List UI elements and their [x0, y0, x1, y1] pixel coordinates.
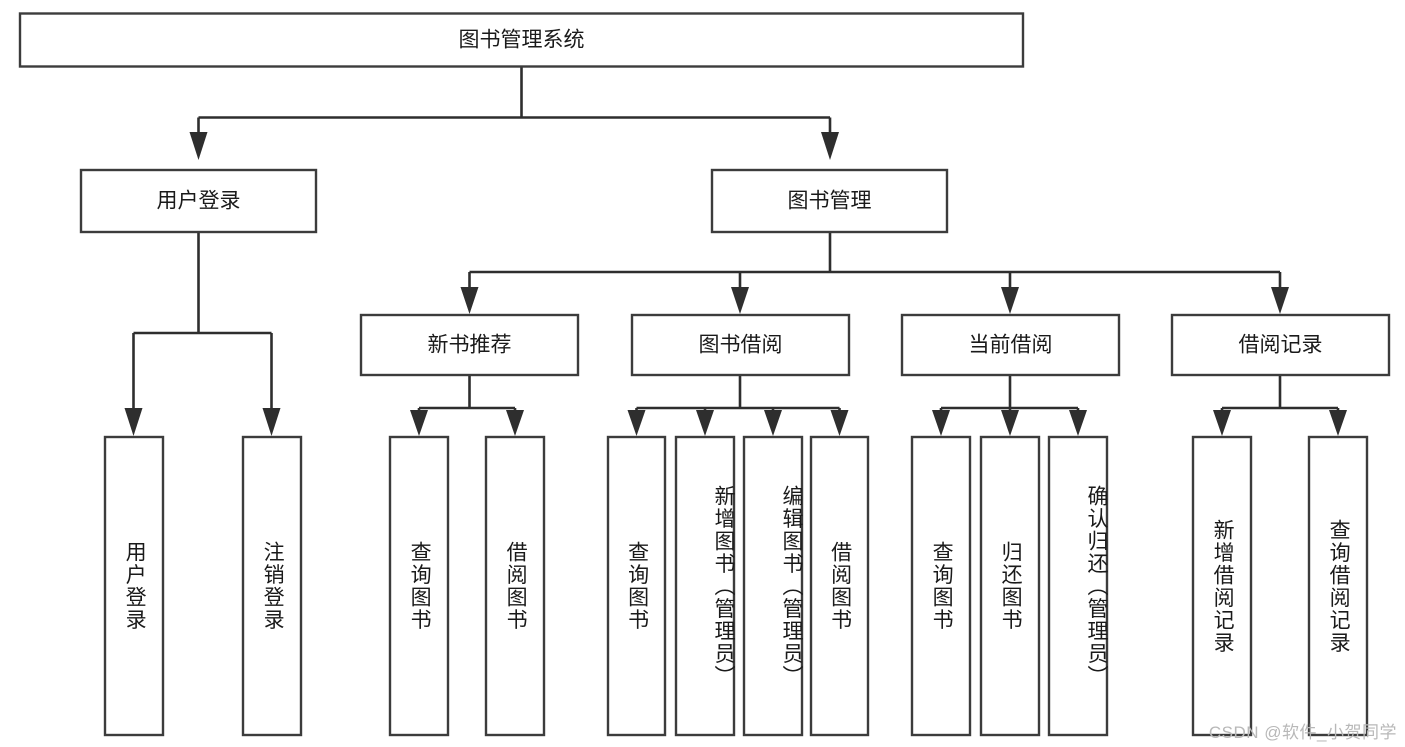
- connector-group-newbook-to-leaves: [410, 375, 524, 436]
- leaf-box-current-borrow-1[interactable]: [910, 435, 972, 737]
- node-root[interactable]: 图书管理系统: [18, 12, 1025, 68]
- leaf-group-user-login: [103, 435, 303, 737]
- connector-group-currentborrow-to-leaves: [932, 375, 1087, 436]
- arrowhead-book-manage: [821, 132, 839, 160]
- node-book-borrow[interactable]: 图书借阅: [630, 313, 851, 377]
- node-borrow-record-label: 借阅记录: [1239, 334, 1323, 357]
- leaf-box-new-book-2[interactable]: [484, 435, 546, 737]
- arrowhead-book-borrow-leaf2: [696, 410, 714, 436]
- leaf-box-user-login-2[interactable]: [241, 435, 303, 737]
- node-book-borrow-label: 图书借阅: [699, 334, 783, 357]
- node-current-borrow-box[interactable]: [900, 313, 1121, 377]
- node-book-manage-box[interactable]: [710, 168, 949, 234]
- arrowhead-user-login-leaf1: [124, 408, 143, 436]
- node-current-borrow[interactable]: 当前借阅: [900, 313, 1121, 377]
- node-root-label: 图书管理系统: [459, 29, 585, 52]
- arrowhead-current-borrow-leaf2: [1001, 410, 1019, 436]
- connector-group-bookborrow-to-leaves: [627, 375, 849, 436]
- arrowhead-book-borrow-leaf4: [830, 410, 849, 436]
- leaf-box-book-borrow-4[interactable]: [809, 435, 870, 737]
- arrowhead-borrow-record-leaf2: [1329, 410, 1347, 436]
- arrowhead-book-borrow-leaf3: [764, 410, 782, 436]
- arrowhead-current-borrow: [1001, 287, 1019, 314]
- arrowhead-borrow-record: [1271, 287, 1289, 314]
- arrowhead-borrow-record-leaf1: [1213, 410, 1231, 436]
- connector-group-borrowrecord-to-leaves: [1213, 375, 1347, 436]
- leaf-group-borrow-record: [1191, 435, 1369, 737]
- connector-group-root-to-level2: [189, 66, 839, 160]
- leaf-box-borrow-record-2[interactable]: [1307, 435, 1369, 737]
- leaf-group-new-book-recommend: [388, 435, 546, 737]
- leaf-box-borrow-record-1[interactable]: [1191, 435, 1253, 737]
- arrowhead-book-borrow: [731, 287, 749, 314]
- node-user-login-box[interactable]: [79, 168, 318, 234]
- arrowhead-user-login-leaf2: [262, 408, 281, 436]
- node-new-book-recommend-box[interactable]: [359, 313, 580, 377]
- leaf-box-book-borrow-3[interactable]: [742, 435, 804, 737]
- leaf-box-user-login-1[interactable]: [103, 435, 165, 737]
- arrowhead-new-book-leaf1: [410, 410, 428, 436]
- node-book-manage[interactable]: 图书管理: [710, 168, 949, 234]
- leaf-group-current-borrow: [910, 435, 1109, 737]
- arrowhead-user-login: [189, 132, 208, 160]
- node-book-borrow-box[interactable]: [630, 313, 851, 377]
- arrowhead-book-borrow-leaf1: [627, 410, 646, 436]
- leaf-box-book-borrow-1[interactable]: [606, 435, 667, 737]
- node-new-book-recommend[interactable]: 新书推荐: [359, 313, 580, 377]
- watermark-text: CSDN @软件_小贺同学: [1208, 723, 1397, 742]
- arrowhead-new-book-leaf2: [506, 410, 524, 436]
- arrowhead-new-book: [460, 287, 479, 314]
- node-user-login-label: 用户登录: [157, 190, 241, 213]
- node-borrow-record[interactable]: 借阅记录: [1170, 313, 1391, 377]
- connector-group-bookmanage-to-level3: [460, 232, 1289, 314]
- node-book-manage-label: 图书管理: [788, 190, 872, 213]
- node-borrow-record-box[interactable]: [1170, 313, 1391, 377]
- arrowhead-current-borrow-leaf3: [1069, 410, 1087, 436]
- leaf-box-new-book-1[interactable]: [388, 435, 450, 737]
- node-root-box[interactable]: [18, 12, 1025, 68]
- arrowhead-current-borrow-leaf1: [932, 410, 950, 436]
- node-new-book-recommend-label: 新书推荐: [428, 334, 512, 357]
- node-user-login[interactable]: 用户登录: [79, 168, 318, 234]
- leaf-group-book-borrow: [606, 435, 870, 737]
- node-current-borrow-label: 当前借阅: [969, 334, 1053, 357]
- leaf-box-current-borrow-2[interactable]: [979, 435, 1041, 737]
- connector-group-userlogin-to-leaves: [124, 232, 281, 436]
- leaf-box-book-borrow-2[interactable]: [674, 435, 736, 737]
- leaf-box-current-borrow-3[interactable]: [1047, 435, 1109, 737]
